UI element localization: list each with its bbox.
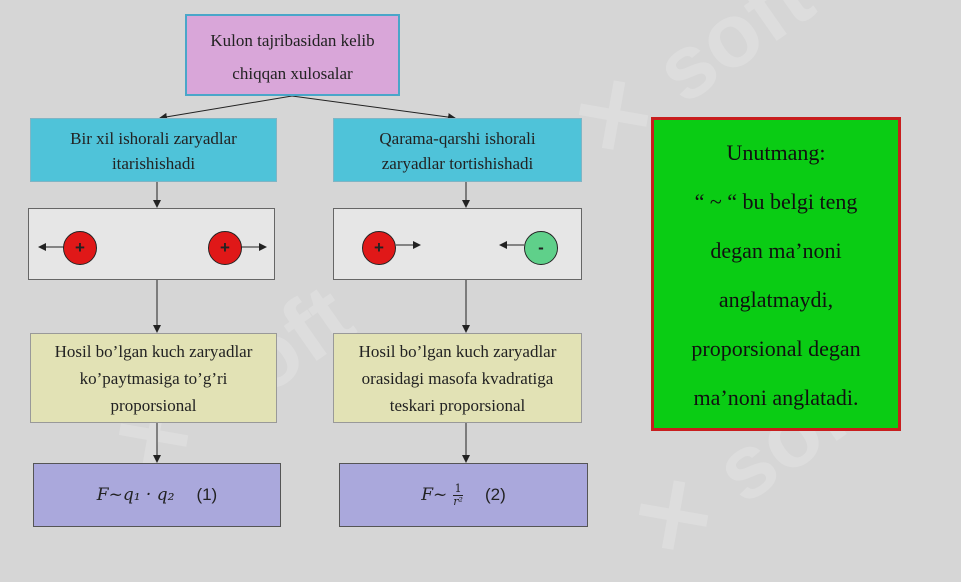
right-formula-box: F~ 1 r² (2) xyxy=(339,463,588,527)
negative-charge-icon: - xyxy=(524,231,558,265)
right-header-line: zaryadlar tortishishadi xyxy=(381,154,534,173)
title-line: chiqqan xulosalar xyxy=(232,64,353,83)
note-line: “ ~ “ bu belgi teng xyxy=(694,189,858,214)
left-formula: F~q₁ · q₂ xyxy=(96,485,175,505)
positive-charge-icon: + xyxy=(208,231,242,265)
reminder-note: Unutmang: “ ~ “ bu belgi teng degan ma’n… xyxy=(651,117,901,431)
arrow-title-to-right xyxy=(291,95,456,122)
left-formula-number: (1) xyxy=(196,485,218,504)
left-formula-box: F~q₁ · q₂ (1) xyxy=(33,463,281,527)
right-formula-prefix: F~ xyxy=(421,485,448,505)
right-formula-number: (2) xyxy=(484,485,506,504)
note-line: anglatmaydi, xyxy=(718,287,834,312)
left-conclusion-box: Hosil bo’lgan kuch zaryadlar ko’paytmasi… xyxy=(30,333,277,423)
connector-arrows xyxy=(153,95,470,463)
note-line: degan ma’noni xyxy=(710,238,842,263)
right-header-box: Qarama-qarshi ishorali zaryadlar tortish… xyxy=(333,118,582,182)
right-conclusion-line: Hosil bo’lgan kuch zaryadlar xyxy=(358,342,557,361)
left-conclusion-line: proporsional xyxy=(110,396,197,415)
right-conclusion-line: orasidagi masofa kvadratiga xyxy=(361,369,554,388)
left-header-box: Bir xil ishorali zaryadlar itarishishadi xyxy=(30,118,277,182)
note-line: Unutmang: xyxy=(726,140,826,165)
fraction-bar xyxy=(453,494,463,496)
positive-charge-icon: + xyxy=(63,231,97,265)
right-charges-box: + - xyxy=(333,208,582,280)
left-conclusion-line: ko’paytmasiga to’g’ri xyxy=(79,369,228,388)
left-charges-box: + + xyxy=(28,208,275,280)
fraction-numerator: 1 xyxy=(454,481,462,495)
diagram-title: Kulon tajribasidan kelib chiqqan xulosal… xyxy=(185,14,400,96)
right-conclusion-line: teskari proporsional xyxy=(389,396,526,415)
arrow-title-to-left xyxy=(159,95,293,121)
left-header-line: Bir xil ishorali zaryadlar xyxy=(70,129,237,148)
fraction-denominator: r² xyxy=(453,494,463,508)
left-conclusion-line: Hosil bo’lgan kuch zaryadlar xyxy=(54,342,253,361)
attraction-arrows xyxy=(396,241,524,249)
positive-charge-icon: + xyxy=(362,231,396,265)
repulsion-arrows xyxy=(38,243,267,251)
right-conclusion-box: Hosil bo’lgan kuch zaryadlar orasidagi m… xyxy=(333,333,582,423)
title-line: Kulon tajribasidan kelib xyxy=(210,31,375,50)
note-line: proporsional degan xyxy=(691,336,861,361)
right-formula-fraction: 1 r² xyxy=(453,481,463,508)
left-header-line: itarishishadi xyxy=(111,154,196,173)
right-header-line: Qarama-qarshi ishorali xyxy=(379,129,536,148)
note-line: ma’noni anglatadi. xyxy=(693,385,859,410)
